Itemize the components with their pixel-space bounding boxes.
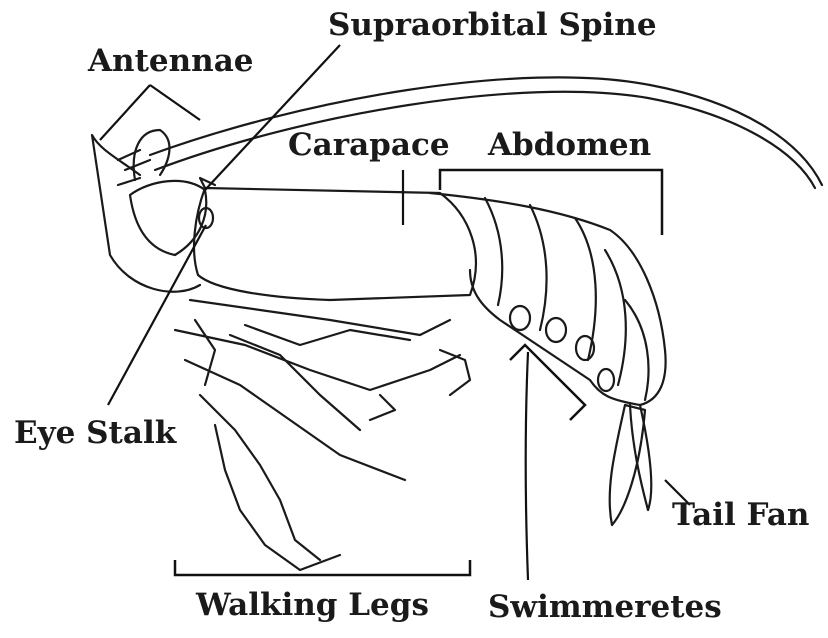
tail-fan-drawing [610, 405, 652, 525]
label-walking-legs: Walking Legs [196, 590, 429, 621]
abdomen-bracket [440, 170, 662, 235]
leader-lines [100, 45, 690, 580]
label-carapace: Carapace [288, 130, 450, 161]
swimmeretes-bracket [510, 345, 585, 420]
label-antennae: Antennae [88, 46, 254, 77]
abdomen-drawing [430, 193, 666, 405]
label-swimmeretes: Swimmeretes [488, 592, 722, 623]
label-supraorbital-spine: Supraorbital Spine [328, 10, 657, 41]
walking-legs-drawing [175, 300, 470, 570]
eye-stalk-leader [108, 225, 206, 405]
antennae-drawing [92, 77, 822, 291]
antennae-leader-2 [150, 85, 200, 120]
label-eye-stalk: Eye Stalk [14, 418, 176, 449]
label-abdomen: Abdomen [488, 130, 651, 161]
antennae-leader-1 [100, 85, 150, 140]
swimmeretes-leader [526, 352, 528, 580]
label-tail-fan: Tail Fan [672, 500, 809, 531]
carapace-drawing [194, 178, 476, 300]
